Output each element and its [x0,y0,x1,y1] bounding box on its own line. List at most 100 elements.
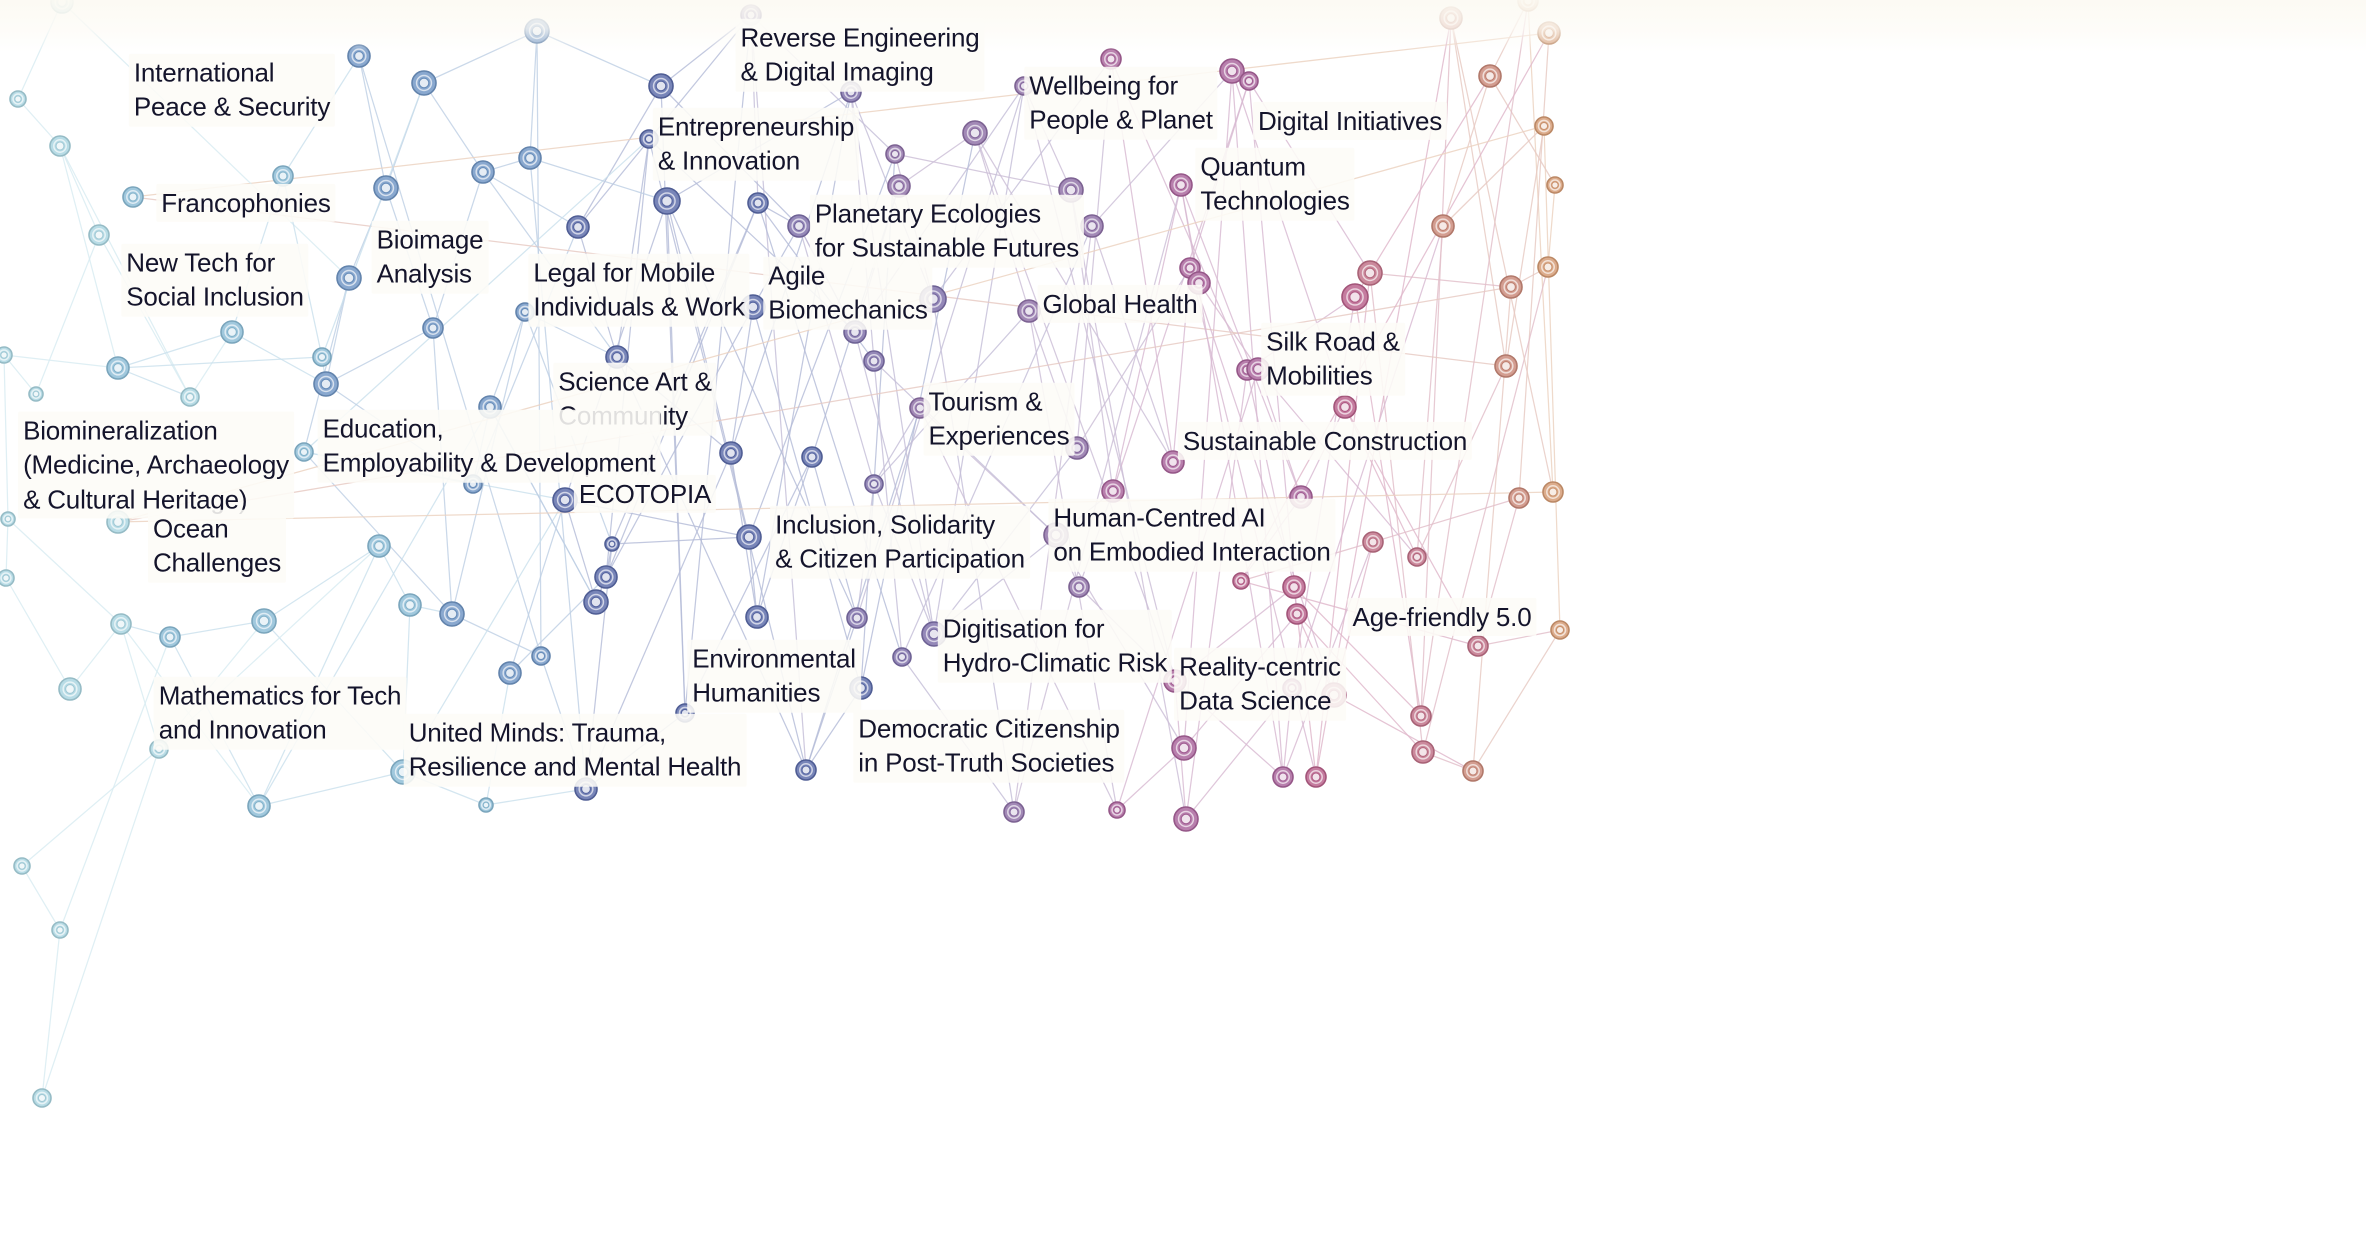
node-label[interactable]: Agile Biomechanics [763,256,933,330]
graph-node[interactable] [653,187,681,215]
node-label[interactable]: Age-friendly 5.0 [1347,597,1537,637]
node-label[interactable]: Education, Employability & Development [317,409,661,483]
node-label[interactable]: Digital Initiatives [1252,101,1448,141]
graph-node[interactable] [787,214,811,238]
graph-node[interactable] [1508,487,1530,509]
node-label[interactable]: Global Health [1037,284,1203,324]
graph-node[interactable] [272,165,294,187]
node-label[interactable]: New Tech for Social Inclusion [121,243,309,317]
graph-node[interactable] [1171,735,1197,761]
graph-node[interactable] [478,797,494,813]
graph-node[interactable] [531,646,551,666]
graph-node[interactable] [1169,173,1193,197]
graph-node[interactable] [1232,572,1250,590]
graph-node[interactable] [1550,620,1570,640]
graph-node[interactable] [0,511,16,527]
graph-node[interactable] [220,320,244,344]
node-label[interactable]: United Minds: Trauma, Resilience and Men… [403,713,747,787]
graph-node[interactable] [9,90,27,108]
graph-node[interactable] [51,921,69,939]
graph-node[interactable] [1546,176,1564,194]
graph-node[interactable] [313,371,339,397]
graph-node[interactable] [1239,71,1259,91]
graph-node[interactable] [0,346,13,364]
graph-node[interactable] [885,144,905,164]
graph-node[interactable] [518,146,542,170]
graph-node[interactable] [373,175,399,201]
graph-node[interactable] [398,593,422,617]
graph-node[interactable] [1542,481,1564,503]
node-label[interactable]: International Peace & Security [128,53,336,127]
graph-node[interactable] [1411,740,1435,764]
graph-node[interactable] [1362,531,1384,553]
graph-node[interactable] [524,18,550,44]
graph-node[interactable] [411,70,437,96]
graph-node[interactable] [1431,214,1455,238]
graph-node[interactable] [864,474,884,494]
graph-node[interactable] [106,510,130,534]
graph-node[interactable] [1410,705,1432,727]
graph-node[interactable] [1537,256,1559,278]
node-label[interactable]: Digitisation for Hydro-Climatic Risk [937,609,1173,683]
graph-node[interactable] [887,174,911,198]
graph-node[interactable] [1068,576,1090,598]
node-label[interactable]: Sustainable Construction [1177,421,1473,461]
node-label[interactable]: Silk Road & Mobilities [1261,322,1405,396]
graph-node[interactable] [0,569,15,587]
node-label[interactable]: Bioimage Analysis [371,220,489,294]
graph-node[interactable] [50,0,74,14]
node-label[interactable]: Biomineralization (Medicine, Archaeology… [18,411,294,519]
graph-node[interactable] [1286,603,1308,625]
node-label[interactable]: Tourism & Experiences [923,382,1075,456]
node-label[interactable]: Quantum Technologies [1195,147,1355,221]
graph-node[interactable] [736,524,762,550]
graph-node[interactable] [422,317,444,339]
graph-node[interactable] [863,350,885,372]
graph-node[interactable] [1439,6,1463,30]
graph-node[interactable] [1272,766,1294,788]
node-label[interactable]: Environmental Humanities [687,639,861,713]
graph-node[interactable] [471,160,495,184]
graph-node[interactable] [1282,575,1306,599]
graph-node[interactable] [498,661,522,685]
graph-node[interactable] [251,608,277,634]
graph-node[interactable] [1108,801,1126,819]
graph-node[interactable] [1101,479,1125,503]
graph-node[interactable] [719,441,743,465]
node-label[interactable]: Inclusion, Solidarity & Citizen Particip… [770,505,1030,579]
node-label[interactable]: Francophonies [156,183,336,223]
graph-node[interactable] [180,387,200,407]
graph-node[interactable] [1499,275,1523,299]
graph-node[interactable] [439,601,465,627]
graph-node[interactable] [1305,766,1327,788]
graph-node[interactable] [1462,760,1484,782]
graph-node[interactable] [747,192,769,214]
graph-node[interactable] [962,120,988,146]
graph-node[interactable] [106,356,130,380]
graph-node[interactable] [1478,64,1502,88]
graph-node[interactable] [159,626,181,648]
graph-node[interactable] [28,386,44,402]
graph-node[interactable] [892,647,912,667]
graph-node[interactable] [88,224,110,246]
graph-node[interactable] [1517,0,1539,12]
graph-node[interactable] [648,73,674,99]
graph-node[interactable] [49,135,71,157]
graph-node[interactable] [604,536,620,552]
graph-node[interactable] [13,857,31,875]
node-label[interactable]: Ocean Challenges [147,509,287,583]
node-label[interactable]: Human-Centred AI on Embodied Interaction [1048,498,1336,572]
graph-node[interactable] [1219,58,1245,84]
graph-node[interactable] [122,186,144,208]
graph-node[interactable] [846,607,868,629]
graph-node[interactable] [801,446,823,468]
graph-node[interactable] [247,794,271,818]
node-label[interactable]: Reverse Engineering & Digital Imaging [735,18,985,92]
graph-node[interactable] [1333,395,1357,419]
graph-node[interactable] [1537,21,1561,45]
node-label[interactable]: ECOTOPIA [573,474,717,514]
node-label[interactable]: Mathematics for Tech and Innovation [153,676,407,750]
graph-node[interactable] [312,347,332,367]
